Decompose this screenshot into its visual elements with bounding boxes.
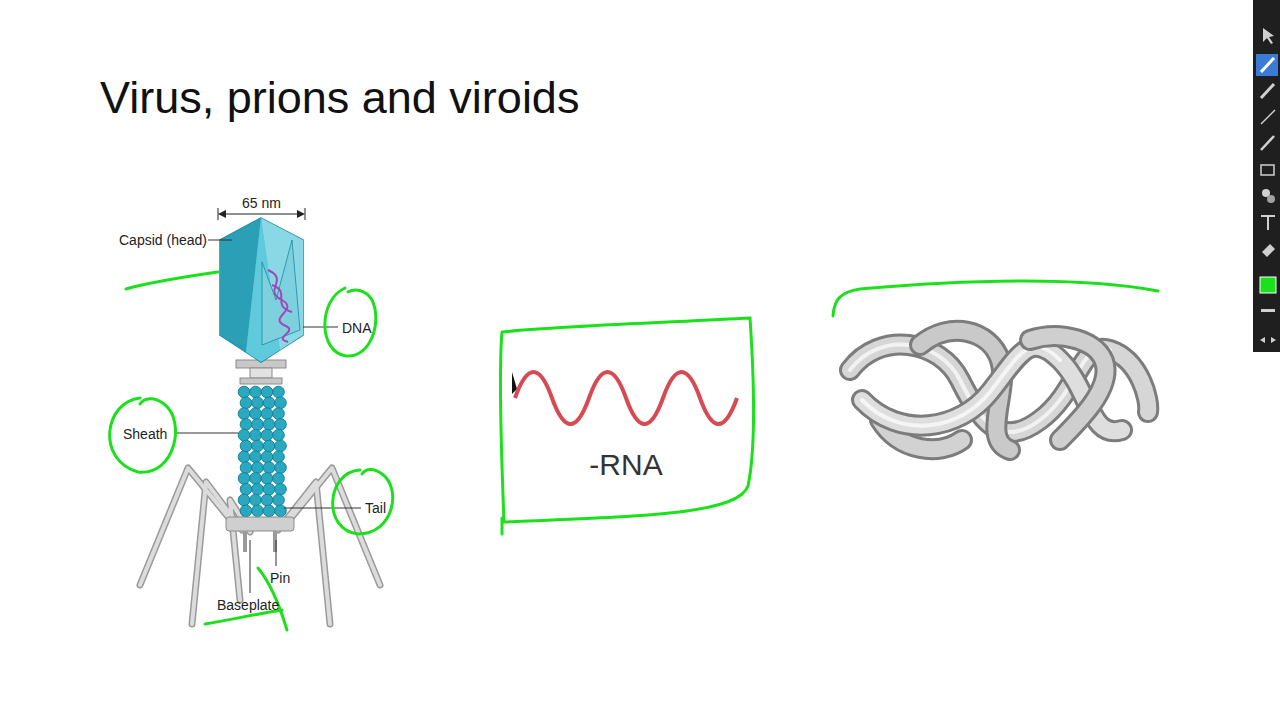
sheath-bead xyxy=(252,505,264,517)
baseplate xyxy=(226,517,294,552)
slide-title: Virus, prions and viroids xyxy=(100,72,579,124)
sheath-bead xyxy=(263,505,275,517)
sheath-bead xyxy=(261,451,273,463)
sheath-bead xyxy=(252,440,264,452)
sheath-bead xyxy=(273,451,285,463)
part-label: Baseplate xyxy=(217,597,279,613)
sheath-bead xyxy=(252,462,264,474)
sheath-bead xyxy=(263,440,275,452)
sheath-beads xyxy=(238,386,286,516)
green-outline xyxy=(500,318,753,534)
sheath-bead xyxy=(250,473,262,485)
dimension-label: 65 nm xyxy=(242,195,281,211)
sheath-bead xyxy=(273,494,285,506)
annotation-toolbar xyxy=(1253,0,1280,352)
sheath-bead xyxy=(273,386,285,398)
sheath-bead xyxy=(273,473,285,485)
sheath-bead xyxy=(238,451,250,463)
sheath-bead xyxy=(240,505,252,517)
part-label: Capsid (head) xyxy=(119,232,207,248)
sheath-bead xyxy=(275,483,287,495)
sheath-bead xyxy=(275,440,287,452)
sheath-bead xyxy=(261,494,273,506)
sheath-bead xyxy=(273,429,285,441)
sheath-bead xyxy=(238,386,250,398)
sheath-bead xyxy=(240,397,252,409)
sheath-bead xyxy=(250,386,262,398)
hand-drawn-box: -RNA xyxy=(498,318,754,534)
sheath-bead xyxy=(263,397,275,409)
sheath-bead xyxy=(250,494,262,506)
sheath-bead xyxy=(238,494,250,506)
prion-protein xyxy=(850,331,1148,450)
sheath-bead xyxy=(240,440,252,452)
sheath-bead xyxy=(263,462,275,474)
sheath-bead xyxy=(240,462,252,474)
tail-fibers xyxy=(140,468,380,624)
box-outline xyxy=(498,318,754,534)
sheath-bead xyxy=(238,429,250,441)
sheath-bead xyxy=(275,505,287,517)
rna-label: -RNA xyxy=(589,448,662,482)
sheath-bead xyxy=(240,419,252,431)
part-label: DNA xyxy=(342,320,372,336)
part-label: Tail xyxy=(365,500,386,516)
sheath-bead xyxy=(263,419,275,431)
rna-strand xyxy=(515,372,737,424)
sheath-bead xyxy=(275,419,287,431)
sheath-bead xyxy=(252,419,264,431)
sheath-bead xyxy=(238,473,250,485)
sheath-bead xyxy=(250,451,262,463)
part-label: Sheath xyxy=(123,426,167,442)
sheath-bead xyxy=(238,408,250,420)
part-label: Pin xyxy=(270,570,290,586)
sheath-bead xyxy=(263,483,275,495)
sheath-bead xyxy=(261,408,273,420)
green-annotations xyxy=(110,272,1158,630)
collar xyxy=(236,360,286,384)
sheath-bead xyxy=(240,483,252,495)
sheath-bead xyxy=(252,397,264,409)
sheath-bead xyxy=(275,397,287,409)
sheath-bead xyxy=(252,483,264,495)
sheath-bead xyxy=(250,429,262,441)
leader-lines xyxy=(174,240,361,593)
sheath-bead xyxy=(250,408,262,420)
sheath-bead xyxy=(273,408,285,420)
sheath-bead xyxy=(261,386,273,398)
sheath-bead xyxy=(275,462,287,474)
sheath-bead xyxy=(261,473,273,485)
sheath-bead xyxy=(261,429,273,441)
capsid xyxy=(220,218,303,362)
